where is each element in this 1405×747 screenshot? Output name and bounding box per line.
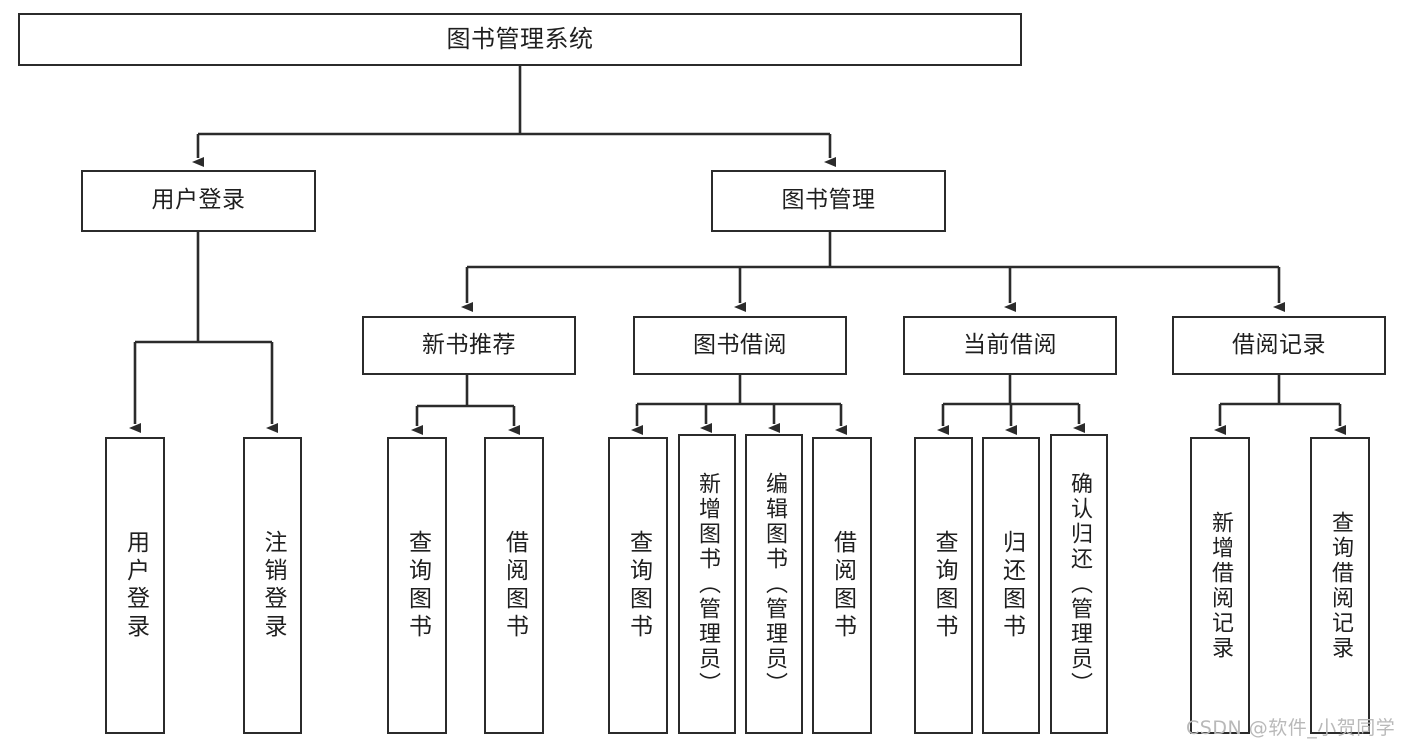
leaf-book-borrow-query[interactable]: 查询图书 <box>608 437 668 734</box>
leaf-user-login-logout[interactable]: 注销登录 <box>243 437 302 734</box>
node-label: 确认归还（管理员） <box>1067 471 1092 697</box>
node-label: 查询图书 <box>404 529 431 642</box>
node-user-login[interactable]: 用户登录 <box>81 170 316 232</box>
node-label: 查询借阅记录 <box>1328 510 1353 661</box>
node-new-book-recommend[interactable]: 新书推荐 <box>362 316 576 375</box>
node-label: 归还图书 <box>998 529 1025 642</box>
csdn-watermark: CSDN @软件_小贺同学 <box>1186 717 1396 739</box>
leaf-user-login-login[interactable]: 用户登录 <box>105 437 165 734</box>
node-borrow-record[interactable]: 借阅记录 <box>1172 316 1386 375</box>
node-label: 编辑图书（管理员） <box>762 471 787 697</box>
node-label: 新书推荐 <box>422 331 516 358</box>
node-label: 用户登录 <box>151 187 246 214</box>
leaf-book-borrow-add-book-admin[interactable]: 新增图书（管理员） <box>678 434 736 734</box>
node-label: 当前借阅 <box>963 331 1057 358</box>
node-label: 图书管理 <box>781 187 876 214</box>
node-label: 借阅图书 <box>501 529 528 642</box>
node-label: 用户登录 <box>122 529 149 642</box>
leaf-current-borrow-confirm-return-admin[interactable]: 确认归还（管理员） <box>1050 434 1108 734</box>
node-label: 图书管理系统 <box>446 25 594 54</box>
node-label: 图书借阅 <box>693 331 787 358</box>
leaf-book-borrow-borrow-book[interactable]: 借阅图书 <box>812 437 872 734</box>
leaf-current-borrow-return[interactable]: 归还图书 <box>982 437 1040 734</box>
node-label: 查询图书 <box>931 529 957 642</box>
node-label: 借阅图书 <box>829 529 856 642</box>
node-label: 新增图书（管理员） <box>695 471 720 697</box>
leaf-borrow-record-query[interactable]: 查询借阅记录 <box>1310 437 1370 734</box>
leaf-new-book-borrow[interactable]: 借阅图书 <box>484 437 544 734</box>
node-label: 查询图书 <box>625 529 652 642</box>
node-book-borrow[interactable]: 图书借阅 <box>633 316 847 375</box>
leaf-book-borrow-edit-book-admin[interactable]: 编辑图书（管理员） <box>745 434 803 734</box>
node-label: 注销登录 <box>260 529 286 642</box>
node-label: 借阅记录 <box>1232 331 1326 358</box>
node-current-borrow[interactable]: 当前借阅 <box>903 316 1117 375</box>
leaf-new-book-query[interactable]: 查询图书 <box>387 437 447 734</box>
leaf-current-borrow-query[interactable]: 查询图书 <box>914 437 973 734</box>
node-label: 新增借阅记录 <box>1208 510 1233 661</box>
node-book-management[interactable]: 图书管理 <box>711 170 946 232</box>
leaf-borrow-record-add[interactable]: 新增借阅记录 <box>1190 437 1250 734</box>
node-root-book-management-system[interactable]: 图书管理系统 <box>18 13 1022 66</box>
